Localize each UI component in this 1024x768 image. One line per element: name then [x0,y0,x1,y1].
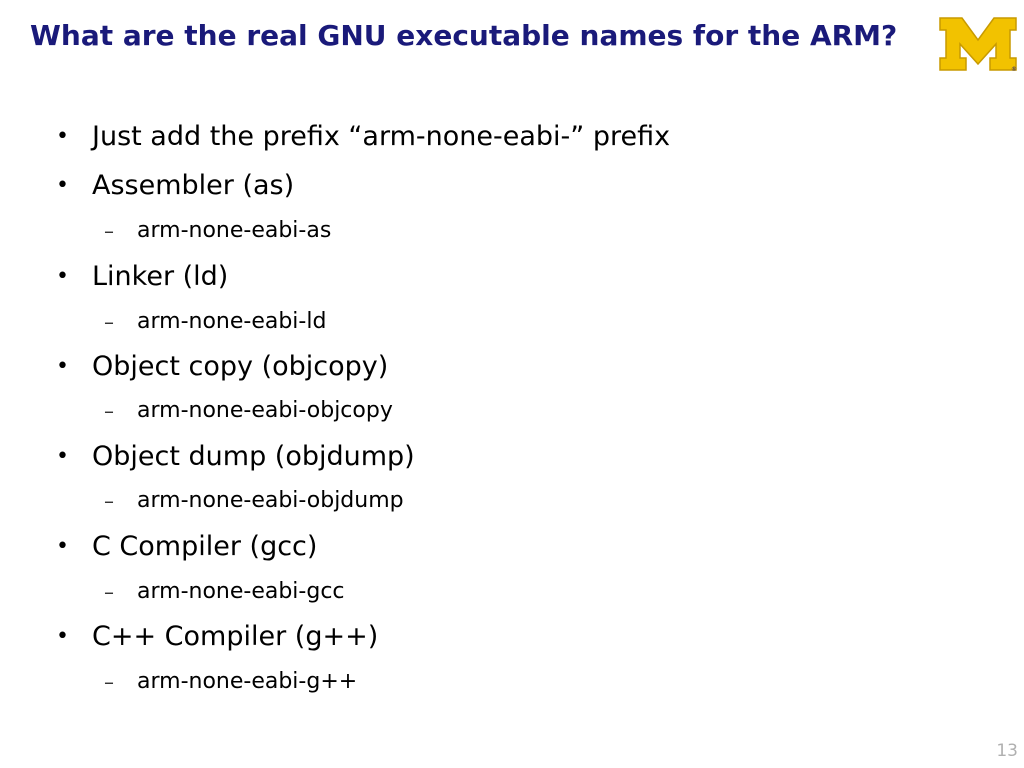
sub-bullet-dash-icon: – [104,580,114,604]
bullet-text: Linker (ld) [92,261,229,292]
bullet-text: Object copy (objcopy) [92,351,389,382]
university-block-m-logo: ® [939,17,1017,72]
sub-bullet-dash-icon: – [104,399,114,423]
sub-bullet-dash-icon: – [104,670,114,694]
bullet-dot-icon: • [56,444,69,469]
sub-bullet-text: arm-none-eabi-objcopy [137,398,393,423]
sub-bullet-text: arm-none-eabi-g++ [137,669,358,694]
bullet-text: C++ Compiler (g++) [92,621,379,652]
bullet-dot-icon: • [56,624,69,649]
sub-bullet-dash-icon: – [104,310,114,334]
sub-bullet-text: arm-none-eabi-ld [137,309,327,334]
registered-mark-icon: ® [1011,66,1017,72]
sub-bullet-text: arm-none-eabi-as [137,218,332,243]
slide-title: What are the real GNU executable names f… [30,19,898,52]
bullet-text: Just add the prefix “arm-none-eabi-” pre… [92,121,671,152]
sub-bullet-dash-icon: – [104,489,114,513]
bullet-dot-icon: • [56,354,69,379]
bullet-text: Assembler (as) [92,170,295,201]
bullet-text: C Compiler (gcc) [92,531,318,562]
sub-bullet-text: arm-none-eabi-objdump [137,488,404,513]
sub-bullet-dash-icon: – [104,219,114,243]
bullet-dot-icon: • [56,534,69,559]
page-number: 13 [996,741,1018,761]
bullet-dot-icon: • [56,124,69,149]
bullet-text: Object dump (objdump) [92,441,415,472]
bullet-dot-icon: • [56,173,69,198]
block-m-shape [939,17,1017,71]
sub-bullet-text: arm-none-eabi-gcc [137,579,345,604]
bullet-dot-icon: • [56,264,69,289]
